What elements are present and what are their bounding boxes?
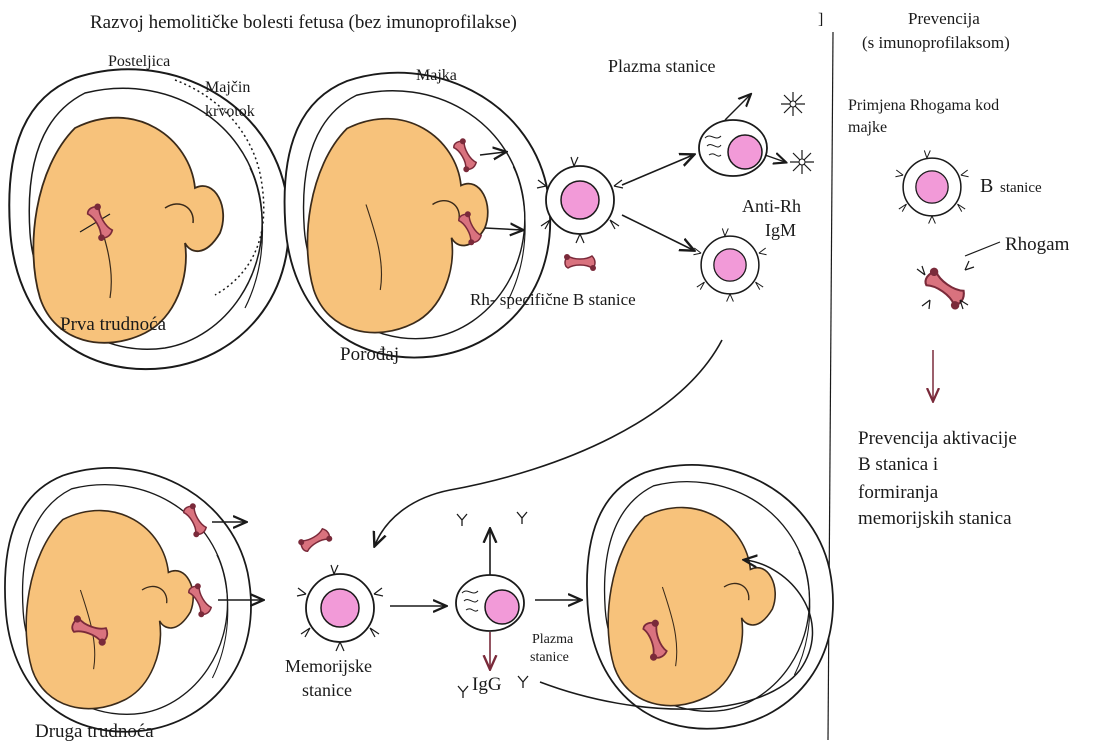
label-rhogam: Rhogam xyxy=(1005,234,1070,255)
label-rh-specificne: Rh- specifične B stanice xyxy=(470,290,636,309)
plasma-cell-top xyxy=(699,120,767,176)
label-plazma-stanice: Plazma stanice xyxy=(608,56,715,76)
label-porodjaj: Porođaj xyxy=(340,344,399,365)
label-memorijske: Memorijske xyxy=(285,656,372,676)
prevention-result-line2: B stanica i xyxy=(858,454,938,475)
title-bracket: ] xyxy=(818,11,823,28)
label-prva-trudnoca: Prva trudnoća xyxy=(60,314,167,335)
antigen-near-memory xyxy=(297,525,333,556)
prevention-result-line4: memorijskih stanica xyxy=(858,508,1012,529)
label-igm: IgM xyxy=(765,220,796,240)
label-b-stanice: stanice xyxy=(1000,180,1042,196)
igg-antibody-3 xyxy=(458,686,468,698)
second-pregnancy-illustration xyxy=(5,468,251,732)
igg-antibody-1 xyxy=(457,514,467,526)
label-memorijske-stanice: stanice xyxy=(302,680,352,700)
free-antigen xyxy=(564,254,596,271)
prevention-result-line1: Prevencija aktivacije xyxy=(858,428,1017,449)
affected-fetus-illustration xyxy=(587,465,833,729)
rhogam-complex xyxy=(919,266,969,311)
plasma-cell-bottom xyxy=(456,575,524,631)
label-krvotok: krvotok xyxy=(205,103,255,120)
delivery-illustration xyxy=(285,73,551,358)
title-right-line2: (s imunoprofilaksom) xyxy=(862,33,1010,52)
label-plazma-small-2: stanice xyxy=(530,650,569,665)
label-primjena-line1: Primjena Rhogama kod xyxy=(848,97,999,114)
title-left: Razvoj hemolitičke bolesti fetusa (bez i… xyxy=(90,12,517,33)
label-majcin: Majčin xyxy=(205,79,250,96)
label-posteljica: Posteljica xyxy=(108,53,170,70)
igm-antibody-1 xyxy=(781,92,805,116)
label-majka: Majka xyxy=(416,67,457,84)
memory-b-cell-top xyxy=(693,228,766,301)
label-b: B xyxy=(980,175,993,197)
label-primjena-line2: majke xyxy=(848,119,887,136)
prevention-result-line3: formiranja xyxy=(858,482,939,503)
igg-antibody-4 xyxy=(518,676,528,688)
label-druga-trudnoca: Druga trudnoća xyxy=(35,721,154,742)
b-cell-prevention xyxy=(895,150,968,223)
title-right-line1: Prevencija xyxy=(908,9,980,28)
igm-antibody-2 xyxy=(790,150,814,174)
label-igg: IgG xyxy=(472,674,502,695)
label-anti-rh: Anti-Rh xyxy=(742,196,801,216)
igg-antibody-2 xyxy=(517,512,527,524)
memory-b-cell xyxy=(297,565,383,651)
label-plazma-small-1: Plazma xyxy=(532,632,574,647)
